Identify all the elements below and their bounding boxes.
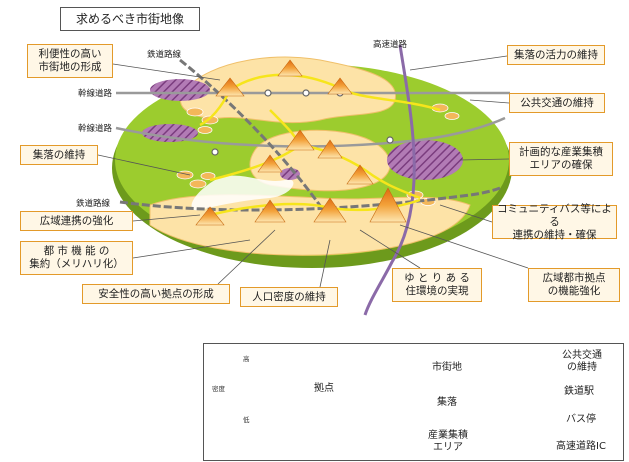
legend-transport-label: 公共交通 の維持 — [562, 350, 602, 374]
railway-line-top — [179, 58, 332, 221]
road-label-railway-top: 鉄道路線 — [147, 50, 182, 60]
road-label-railway-bottom: 鉄道路線 — [76, 199, 111, 209]
callout-regional-hub-line-1: 広域都市拠点 — [542, 272, 606, 284]
road-label-trunk-2: 幹線道路 — [78, 124, 113, 134]
legend-village-label: 集落 — [437, 397, 457, 408]
callout-convenience-line-2: 市街地の形成 — [38, 61, 102, 73]
industry-area-2 — [142, 124, 198, 142]
trunk-road-2 — [115, 116, 506, 148]
expressway — [363, 44, 416, 316]
legend-station-label: 鉄道駅 — [564, 386, 594, 397]
page-title: 求めるべき市街地像 — [60, 7, 200, 31]
callout-public-transport: 公共交通の維持 — [509, 93, 605, 113]
callout-industry-line-2: エリアの確保 — [529, 159, 593, 171]
industry-area-1 — [150, 79, 210, 101]
legend-ic-label: 高速道路IC — [556, 441, 606, 452]
callout-convenience: 利便性の高い 市街地の形成 — [27, 44, 113, 78]
leader-lines — [97, 55, 529, 288]
legend-transport-line-1: 公共交通 — [562, 350, 602, 361]
legend-density-label: 密度 — [212, 385, 225, 393]
callout-safe-hub: 安全性の高い拠点の形成 — [82, 284, 230, 304]
legend-high-label: 高 — [243, 355, 250, 363]
road-label-expressway: 高速道路 — [373, 40, 408, 50]
legend-bus-label: バス停 — [566, 414, 596, 425]
legend-transport-line-2: の維持 — [567, 362, 597, 373]
callout-wide-area: 広域連携の強化 — [20, 211, 133, 231]
road-label-trunk-1: 幹線道路 — [78, 89, 113, 99]
callout-village-maintain: 集落の維持 — [20, 145, 98, 165]
callout-urban-function: 都 市 機 能 の 集約（メリハリ化） — [20, 241, 133, 275]
callout-community-bus: コミュニティバス等による 連携の維持・確保 — [492, 202, 617, 241]
hub-pyramids — [195, 59, 407, 226]
callout-convenience-line-1: 利便性の高い — [38, 48, 102, 60]
legend-industry-line-2: エリア — [433, 442, 463, 453]
callout-regional-hub: 広域都市拠点 の機能強化 — [528, 268, 620, 302]
callout-regional-hub-line-2: の機能強化 — [547, 285, 601, 297]
callout-community-bus-line-2: 連携の維持・確保 — [512, 228, 597, 241]
legend-industry-line-1: 産業集積 — [428, 430, 468, 441]
legend-urban-label: 市街地 — [432, 362, 462, 373]
callout-urban-function-line-1: 都 市 機 能 の — [43, 245, 110, 257]
legend-low-label: 低 — [243, 416, 250, 424]
industry-area-3 — [387, 140, 463, 180]
legend-hub-label: 拠点 — [314, 383, 334, 394]
callout-village-vitality: 集落の活力の維持 — [507, 45, 605, 65]
river — [191, 175, 294, 211]
callout-industry: 計画的な産業集積 エリアの確保 — [509, 142, 613, 176]
callout-relaxed-living: ゆ と り あ る 住環境の実現 — [392, 268, 482, 302]
callout-relaxed-living-line-1: ゆ と り あ る — [404, 272, 470, 284]
callout-relaxed-living-line-2: 住環境の実現 — [405, 285, 469, 297]
legend-industry-label: 産業集積 エリア — [428, 430, 468, 454]
legend — [203, 343, 624, 461]
callout-urban-function-line-2: 集約（メリハリ化） — [29, 258, 124, 270]
callout-industry-line-1: 計画的な産業集積 — [519, 146, 603, 158]
callout-community-bus-line-1: コミュニティバス等による — [497, 202, 612, 228]
callout-population-density: 人口密度の維持 — [240, 287, 338, 307]
industry-area-4 — [280, 168, 300, 180]
